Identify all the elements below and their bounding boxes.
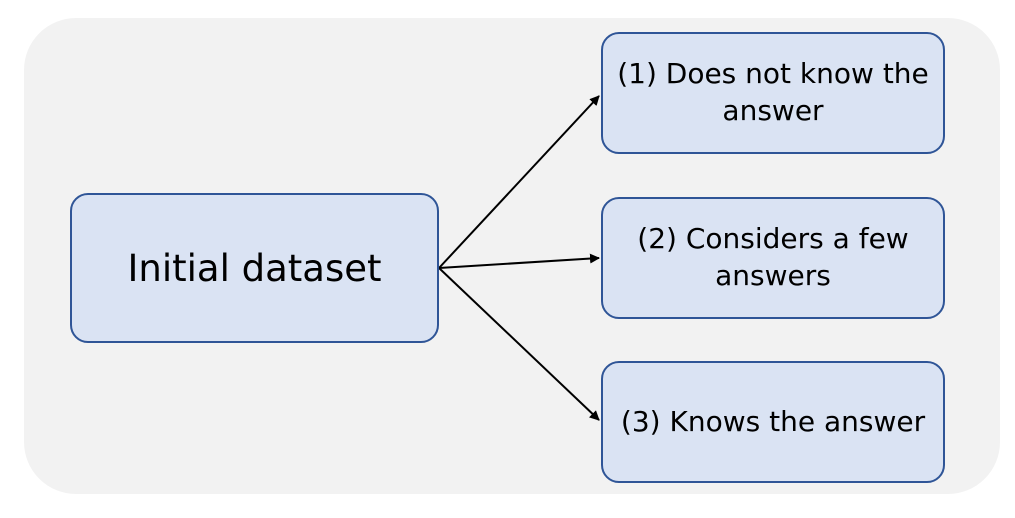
- arrow-to-outcome-1: [438, 95, 600, 269]
- outcome-label-does-not-know: (1) Does not know the answer: [617, 57, 929, 127]
- outcome-node-considers-few: (2) Considers a few answers: [601, 197, 945, 319]
- outcome-node-knows-answer: (3) Knows the answer: [601, 361, 945, 483]
- outcome-label-considers-few: (2) Considers a few answers: [637, 222, 909, 292]
- outcome-label-knows-answer: (3) Knows the answer: [620, 404, 926, 438]
- arrow-to-outcome-3: [438, 267, 600, 421]
- initial-dataset-label: Initial dataset: [127, 246, 382, 290]
- initial-dataset-node: Initial dataset: [70, 193, 439, 343]
- outcome-node-does-not-know: (1) Does not know the answer: [601, 32, 945, 154]
- arrow-to-outcome-2: [438, 253, 600, 269]
